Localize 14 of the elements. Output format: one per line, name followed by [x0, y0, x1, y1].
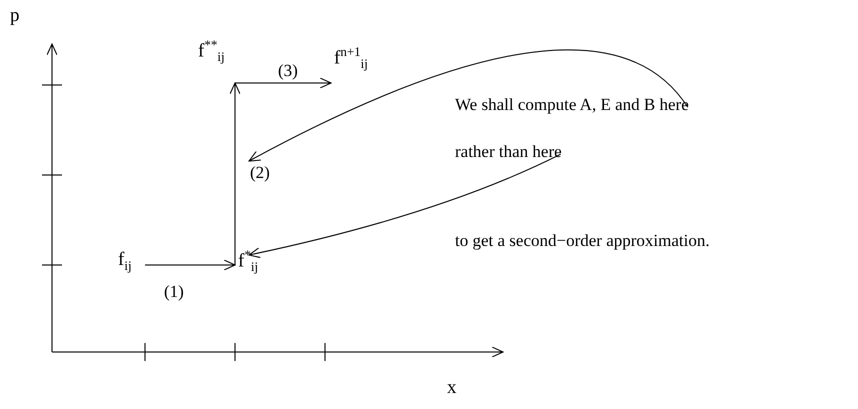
edge-label: (2) — [250, 164, 270, 183]
arrow — [230, 82, 240, 266]
arrow — [248, 49, 688, 162]
arrow — [234, 78, 332, 88]
arrow — [144, 260, 236, 270]
axis-label: x — [447, 378, 456, 399]
note-text: We shall compute A, E and B here — [455, 96, 689, 115]
note-text: to get a second−order approximation. — [455, 232, 710, 251]
edge-label: (3) — [278, 62, 298, 81]
note-text: rather than here — [455, 143, 562, 162]
axis-label: p — [10, 6, 20, 27]
arrow — [248, 154, 562, 258]
grid-value: f$_{ij}$ — [118, 250, 132, 274]
edge-label: (1) — [164, 283, 184, 302]
